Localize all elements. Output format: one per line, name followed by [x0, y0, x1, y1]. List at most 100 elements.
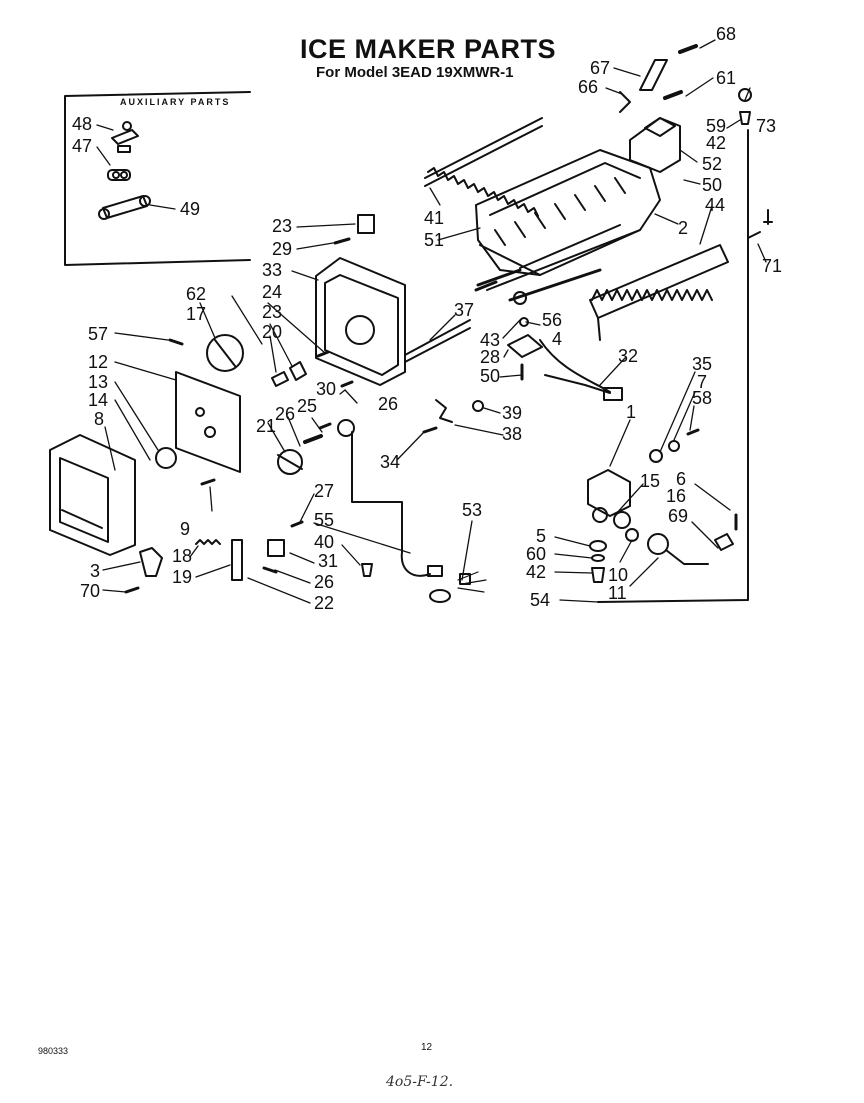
callout-50-top: 50: [702, 175, 722, 195]
callout-10: 10: [608, 565, 628, 585]
callout-43: 43: [480, 330, 500, 350]
callout-25: 25: [297, 396, 317, 416]
callout-58: 58: [692, 388, 712, 408]
nut-part-42-lower: [591, 567, 605, 583]
callout-48: 48: [72, 114, 92, 134]
auxiliary-parts-box: [64, 91, 251, 266]
screw-part-68: [678, 44, 698, 54]
mounting-plate-part-12: [175, 371, 241, 473]
callout-66: 66: [578, 77, 598, 97]
callout-18: 18: [172, 546, 192, 566]
callout-49: 49: [180, 199, 200, 219]
callout-67: 67: [590, 58, 610, 78]
screw-part-70: [124, 586, 140, 594]
callout-38: 38: [502, 424, 522, 444]
callout-28: 28: [480, 347, 500, 367]
callout-59: 59: [706, 116, 726, 136]
aux-nut-part-47: [107, 169, 131, 181]
fitting-part-7: [668, 440, 680, 452]
fill-tube-part-66: [619, 91, 631, 113]
retainer-part-39: [472, 400, 484, 412]
washer-part-60: [591, 554, 605, 562]
callout-69: 69: [668, 506, 688, 526]
callout-9: 9: [180, 519, 190, 539]
callout-23-mid: 23: [262, 302, 282, 322]
callout-55: 55: [314, 510, 334, 530]
screw-part-34: [422, 426, 438, 434]
shutoff-arm-part-30: [337, 419, 403, 553]
callout-1: 1: [626, 402, 636, 422]
grommet-part-59: [738, 88, 752, 102]
nut-part-42: [739, 111, 751, 125]
callout-50-mid: 50: [480, 366, 500, 386]
inlet-fitting-part-11: [647, 533, 709, 565]
water-valve-part-1: [587, 469, 631, 523]
front-cover-part-8: [49, 434, 136, 556]
clip-part-40: [361, 563, 373, 577]
callout-17: 17: [186, 304, 206, 324]
callout-13: 13: [88, 372, 108, 392]
callout-31: 31: [318, 551, 338, 571]
callout-27: 27: [314, 481, 334, 501]
callout-47: 47: [72, 136, 92, 156]
wire-harness-part-55: [400, 551, 443, 577]
callout-26-lower: 26: [314, 572, 334, 592]
nut-part-5: [589, 540, 607, 552]
callout-23-top: 23: [272, 216, 292, 236]
auxiliary-parts-label: AUXILIARY PARTS: [120, 97, 231, 107]
ejector-shaft-part-43: [508, 268, 602, 305]
fitting-part-15: [613, 511, 631, 529]
mold-heater-part-41: [424, 117, 543, 217]
aux-tube-part-49: [98, 195, 151, 220]
ejector-blade-part-38: [435, 399, 453, 423]
callout-37: 37: [454, 300, 474, 320]
callout-62: 62: [186, 284, 206, 304]
screw-part-24: [316, 350, 330, 358]
callout-30: 30: [316, 379, 336, 399]
callout-41: 41: [424, 208, 444, 228]
aux-valve-part-48: [111, 121, 139, 153]
callout-53: 53: [462, 500, 482, 520]
callout-34: 34: [380, 452, 400, 472]
fitting-part-10: [625, 528, 639, 542]
callout-42-top: 42: [706, 133, 726, 153]
callout-56: 56: [542, 310, 562, 330]
mold-support-part-33: [315, 257, 406, 386]
bracket-part-19: [231, 539, 243, 581]
timing-cam-part-21: [277, 449, 303, 475]
screw-part-9: [200, 478, 216, 486]
callout-39: 39: [502, 403, 522, 423]
callout-70: 70: [80, 581, 100, 601]
page-number: 12: [421, 1042, 433, 1053]
callout-32: 32: [618, 346, 638, 366]
handwritten-note: 4o5-F-12.: [386, 1074, 454, 1090]
callout-44: 44: [705, 195, 725, 215]
screw-part-26-lower: [262, 566, 278, 574]
switch-part-31: [267, 539, 285, 557]
callout-29: 29: [272, 239, 292, 259]
callout-15: 15: [640, 471, 660, 491]
mold-heater-lead-part-37: [404, 319, 471, 363]
callout-12: 12: [88, 352, 108, 372]
screw-part-2-right: [763, 209, 773, 225]
callout-52: 52: [702, 154, 722, 174]
screw-part-29: [333, 237, 351, 245]
callout-57: 57: [88, 324, 108, 344]
callout-71: 71: [762, 256, 782, 276]
switch-part-23-mid: [289, 361, 307, 381]
spring-part-26: [303, 434, 323, 444]
leader-lines: [96, 39, 767, 604]
drive-gear-part-13: [155, 447, 177, 469]
callout-3: 3: [90, 561, 100, 581]
ice-mold-part-51: [474, 149, 661, 292]
spring-part-18: [195, 539, 221, 545]
screw-part-58: [686, 428, 700, 436]
callout-42-lower: 42: [526, 562, 546, 582]
fill-cup-part-52: [629, 117, 681, 173]
callout-60: 60: [526, 544, 546, 564]
callout-4: 4: [552, 329, 562, 349]
document-code: 980333: [38, 1046, 69, 1056]
switch-part-23-top: [357, 214, 375, 234]
screw-part-27: [290, 520, 304, 528]
